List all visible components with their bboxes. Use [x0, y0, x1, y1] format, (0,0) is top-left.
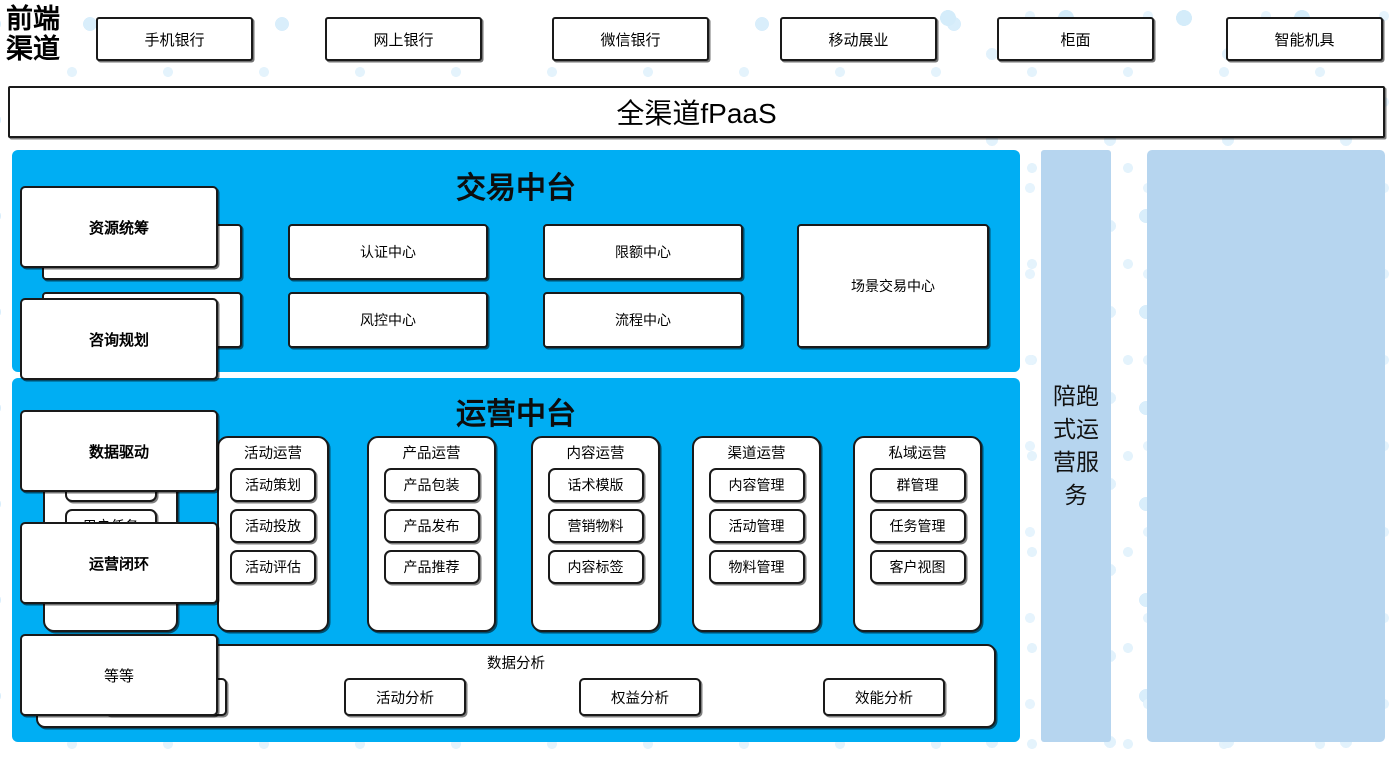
txn-box-scene-trade-center[interactable]: 场景交易中心 [797, 224, 989, 348]
ops-item-campaign-manage[interactable]: 活动管理 [708, 509, 805, 543]
channel-box-mobile-business[interactable]: 移动展业 [780, 17, 937, 61]
ops-item-marketing-material[interactable]: 营销物料 [547, 509, 644, 543]
ops-item-script-template[interactable]: 话术模版 [547, 468, 644, 502]
ops-item-product-recommend[interactable]: 产品推荐 [383, 550, 480, 584]
ops-item-content-manage[interactable]: 内容管理 [708, 468, 805, 502]
front-channel-label: 前端 渠道 [6, 4, 84, 64]
channel-box-smart-device[interactable]: 智能机具 [1226, 17, 1383, 61]
txn-box-auth-center[interactable]: 认证中心 [288, 224, 488, 280]
analysis-item-campaign[interactable]: 活动分析 [344, 678, 466, 716]
ops-column-channel[interactable]: 渠道运营 内容管理 活动管理 物料管理 [692, 436, 821, 632]
capability-box-etc[interactable]: 等等 [20, 634, 218, 716]
ops-column-campaign-head: 活动运营 [244, 446, 302, 462]
txn-box-risk-center[interactable]: 风控中心 [288, 292, 488, 348]
capability-box-operation-loop[interactable]: 运营闭环 [20, 522, 218, 604]
ops-column-channel-head: 渠道运营 [727, 446, 786, 462]
channel-box-counter[interactable]: 柜面 [997, 17, 1154, 61]
fpaas-bar[interactable]: 全渠道fPaaS [8, 86, 1385, 138]
ops-item-task-manage[interactable]: 任务管理 [869, 509, 966, 543]
ops-item-group-manage[interactable]: 群管理 [869, 468, 966, 502]
accompanying-operation-service-column[interactable]: 陪跑式运营服务 [1041, 150, 1111, 742]
channel-box-wechat-bank[interactable]: 微信银行 [552, 17, 709, 61]
accompanying-operation-service-label: 陪跑式运营服务 [1053, 383, 1099, 508]
capability-box-consulting-planning[interactable]: 咨询规划 [20, 298, 218, 380]
ops-column-content-head: 内容运营 [566, 446, 625, 462]
channel-box-online-bank[interactable]: 网上银行 [325, 17, 482, 61]
data-analysis-title: 数据分析 [487, 656, 545, 672]
ops-item-campaign-eval[interactable]: 活动评估 [230, 550, 316, 584]
ops-item-product-release[interactable]: 产品发布 [383, 509, 480, 543]
ops-item-campaign-plan[interactable]: 活动策划 [230, 468, 316, 502]
analysis-item-efficiency[interactable]: 效能分析 [823, 678, 945, 716]
analysis-item-benefit[interactable]: 权益分析 [579, 678, 701, 716]
ops-item-product-package[interactable]: 产品包装 [383, 468, 480, 502]
capability-panel [1147, 150, 1385, 742]
ops-column-private-domain-head: 私域运营 [888, 446, 947, 462]
ops-item-customer-view[interactable]: 客户视图 [869, 550, 966, 584]
ops-column-campaign[interactable]: 活动运营 活动策划 活动投放 活动评估 [217, 436, 329, 632]
ops-item-content-tag[interactable]: 内容标签 [547, 550, 644, 584]
capability-box-resource-coordination[interactable]: 资源统筹 [20, 186, 218, 268]
ops-column-content[interactable]: 内容运营 话术模版 营销物料 内容标签 [531, 436, 660, 632]
front-channel-label-line1: 前端 [6, 4, 60, 34]
ops-column-product-head: 产品运营 [402, 446, 461, 462]
ops-item-material-manage[interactable]: 物料管理 [708, 550, 805, 584]
ops-column-product[interactable]: 产品运营 产品包装 产品发布 产品推荐 [367, 436, 496, 632]
front-channel-label-line2: 渠道 [6, 34, 60, 64]
transaction-platform-title: 交易中台 [456, 172, 576, 205]
txn-box-process-center[interactable]: 流程中心 [543, 292, 743, 348]
ops-column-private-domain[interactable]: 私域运营 群管理 任务管理 客户视图 [853, 436, 982, 632]
channel-box-mobile-bank[interactable]: 手机银行 [96, 17, 253, 61]
operation-platform-title: 运营中台 [456, 398, 576, 431]
ops-item-campaign-launch[interactable]: 活动投放 [230, 509, 316, 543]
txn-box-limit-center[interactable]: 限额中心 [543, 224, 743, 280]
capability-box-data-driven[interactable]: 数据驱动 [20, 410, 218, 492]
